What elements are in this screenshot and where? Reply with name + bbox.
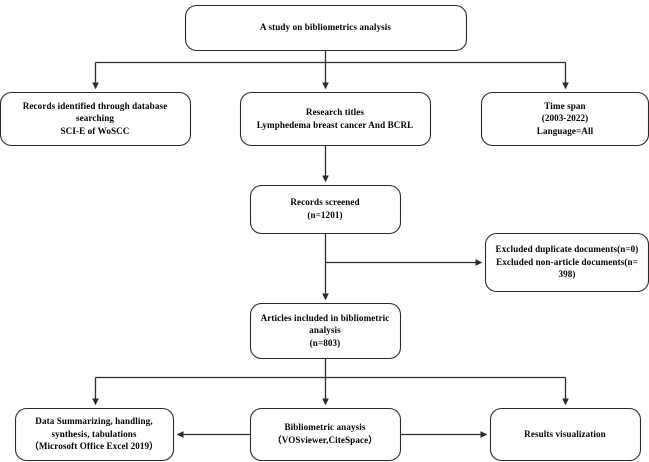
study-box bbox=[184, 4, 468, 52]
time-span-box bbox=[480, 91, 649, 147]
records-identified-box bbox=[0, 91, 192, 147]
data-summarizing-box bbox=[14, 407, 175, 462]
records-screened-box bbox=[249, 184, 402, 235]
results-visualization-box bbox=[489, 407, 642, 462]
articles-included-box bbox=[249, 302, 402, 360]
bibliometric-analysis-box bbox=[249, 407, 402, 462]
excluded-documents-box bbox=[484, 232, 649, 293]
research-titles-box bbox=[239, 91, 432, 147]
